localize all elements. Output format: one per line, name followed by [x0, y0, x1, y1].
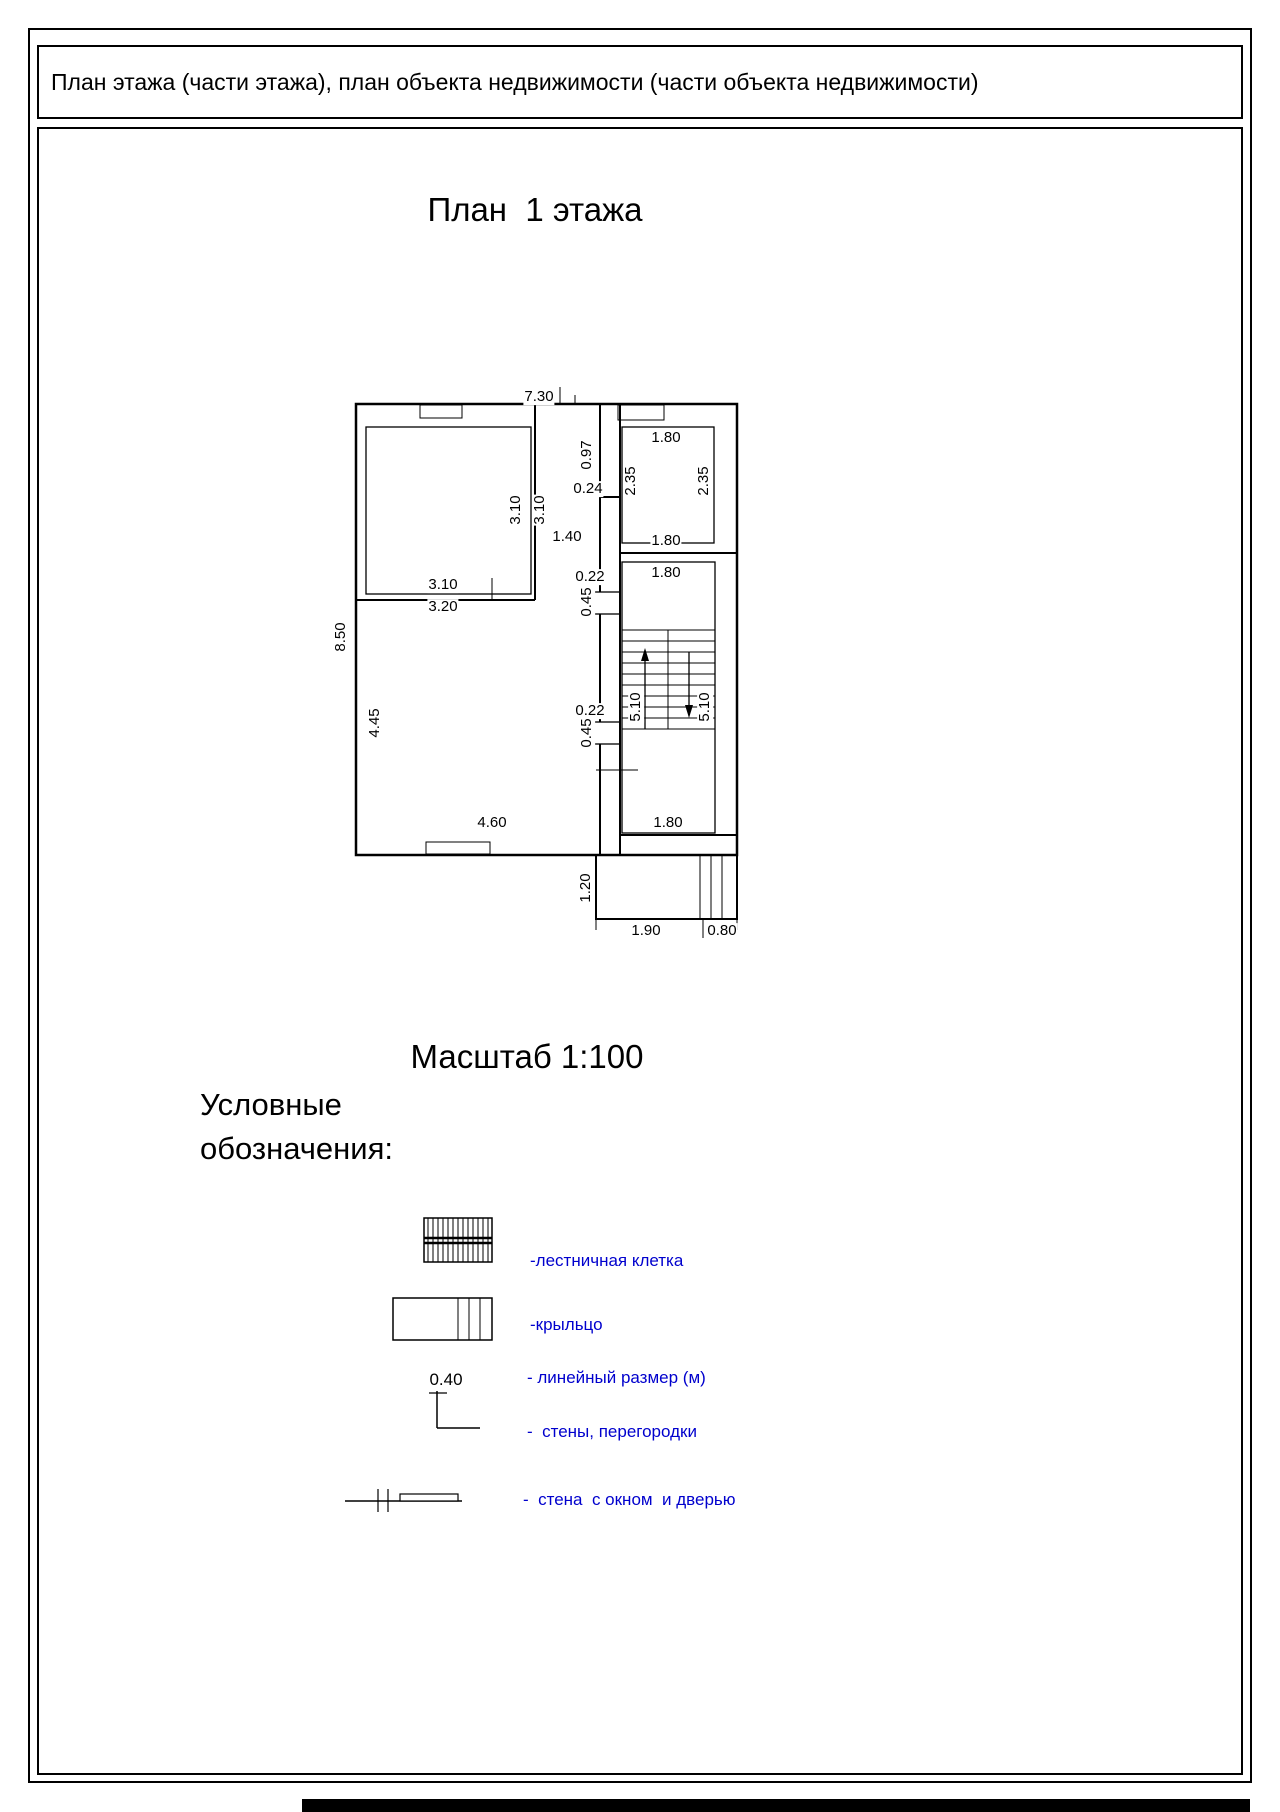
legend-item-walls: - стены, перегородки [527, 1422, 697, 1441]
dimension-label: 0.45 [578, 717, 596, 749]
dimension-label: 5.10 [696, 691, 714, 723]
dimension-label: 5.10 [627, 691, 645, 723]
legend-item-porch: -крыльцо [530, 1315, 603, 1334]
page-outer-frame [28, 28, 1252, 1783]
content-frame [37, 127, 1243, 1775]
dimension-label: 8.50 [332, 621, 350, 653]
dimension-label: 3.10 [531, 494, 549, 526]
dimension-label: 7.30 [523, 388, 555, 406]
dimension-label: 1.80 [650, 532, 682, 550]
legend-heading-line1: Условные [200, 1087, 342, 1122]
dimension-label: 4.60 [476, 814, 508, 832]
legend-heading: Условные обозначения: [200, 1083, 393, 1171]
dimension-label: 0.24 [572, 480, 604, 498]
dimension-label: 2.35 [695, 465, 713, 497]
legend-dimension-example: 0.40 [429, 1370, 463, 1389]
dimension-label: 0.22 [574, 568, 606, 586]
legend-item-stairwell: -лестничная клетка [530, 1251, 684, 1270]
dimension-label: 1.20 [577, 872, 595, 904]
dimension-label: 1.80 [652, 814, 684, 832]
dimension-label: 3.20 [427, 598, 459, 616]
dimension-label: 0.80 [706, 922, 738, 940]
page-bottom-strip [302, 1799, 1250, 1812]
dimension-label: 1.40 [551, 528, 583, 546]
document-header-title: План этажа (части этажа), план объекта н… [51, 68, 979, 95]
dimension-label: 1.90 [630, 922, 662, 940]
legend-item-wall-window-door: - стена с окном и дверью [523, 1490, 736, 1509]
dimension-label: 0.45 [578, 586, 596, 618]
scale-label: Масштаб 1:100 [410, 1038, 644, 1075]
dimension-label: 1.80 [650, 429, 682, 447]
dimension-label: 3.10 [507, 494, 525, 526]
dimension-label: 1.80 [650, 564, 682, 582]
legend-item-linear-dimension: - линейный размер (м) [527, 1368, 706, 1387]
dimension-label: 0.97 [578, 439, 596, 471]
dimension-label: 0.22 [574, 702, 606, 720]
dimension-label: 3.10 [427, 576, 459, 594]
dimension-label: 4.45 [366, 707, 384, 739]
document-header: План этажа (части этажа), план объекта н… [37, 45, 1243, 119]
legend-heading-line2: обозначения: [200, 1131, 394, 1166]
dimension-label: 2.35 [622, 465, 640, 497]
plan-title: План 1 этажа [427, 191, 643, 228]
